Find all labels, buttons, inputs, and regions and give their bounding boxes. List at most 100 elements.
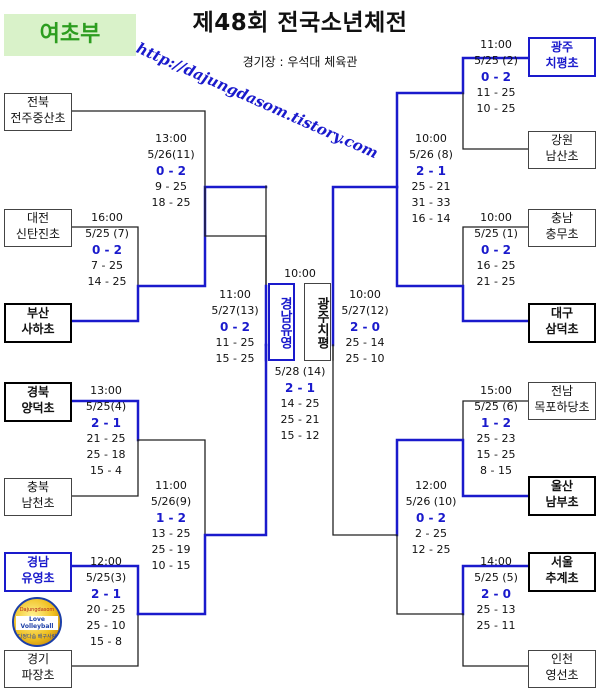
match-block: 10:00 5/26 (8) 2 - 1 25 - 21 31 - 33 16 … [400, 131, 462, 227]
match-date: 5/25(4) [85, 400, 127, 413]
team-region: 경남 [26, 555, 50, 569]
set-score: 18 - 25 [151, 196, 191, 209]
match-date: 5/26 (10) [405, 495, 457, 508]
team-region: 경북 [26, 385, 50, 399]
match-time: 11:00 [155, 479, 187, 492]
match-date: 5/26 (8) [409, 148, 453, 161]
match-result: 0 - 2 [219, 320, 251, 334]
set-score: 25 - 14 [345, 336, 385, 349]
set-score: 10 - 25 [476, 102, 516, 115]
match-time: 10:00 [480, 211, 512, 224]
team-name: 남산초 [545, 149, 579, 163]
match-date: 5/28 (14) [274, 365, 326, 378]
match-time: 11:00 [219, 288, 251, 301]
match-result: 0 - 2 [480, 70, 512, 84]
team-box: 충남 충무초 [528, 209, 596, 247]
team-box: 대전 신탄진초 [4, 209, 72, 247]
match-block: 13:00 5/26(11) 0 - 2 9 - 25 18 - 25 [140, 131, 202, 211]
set-score: 14 - 25 [280, 397, 320, 410]
match-time: 12:00 [415, 479, 447, 492]
team-box-winner: 부산 사하초 [4, 303, 72, 343]
match-block: 15:00 5/25 (6) 1 - 2 25 - 23 15 - 25 8 -… [466, 383, 526, 479]
match-date: 5/25 (6) [474, 400, 518, 413]
match-time: 16:00 [91, 211, 123, 224]
team-name: 양덕초 [21, 401, 55, 415]
team-name: 충무초 [545, 227, 579, 241]
team-box-finalist: 경남 유영초 [4, 552, 72, 592]
set-score: 7 - 25 [91, 259, 123, 272]
team-region: 서울 [550, 555, 574, 569]
match-result: 2 - 0 [349, 320, 381, 334]
match-time: 10:00 [349, 288, 381, 301]
set-score: 15 - 25 [215, 352, 255, 365]
match-block: 11:00 5/27(13) 0 - 2 11 - 25 15 - 25 [205, 287, 265, 367]
final-time: 10:00 [268, 266, 332, 282]
logo-text: 다정다솜 배구사랑 [17, 634, 57, 640]
team-box: 전북 전주중산초 [4, 93, 72, 131]
match-time: 13:00 [90, 384, 122, 397]
set-score: 25 - 13 [476, 603, 516, 616]
page-title: 제48회 전국소년체전 [192, 10, 408, 36]
set-score: 20 - 25 [86, 603, 126, 616]
team-region: 울산 [550, 479, 574, 493]
match-time: 11:00 [480, 38, 512, 51]
match-date: 5/26(9) [150, 495, 192, 508]
set-score: 25 - 11 [476, 619, 516, 632]
team-name: 유영초 [21, 571, 55, 585]
match-date: 5/27(13) [211, 304, 259, 317]
team-box-finalist: 광주 치평초 [528, 37, 596, 77]
match-block: 13:00 5/25(4) 2 - 1 21 - 25 25 - 18 15 -… [76, 383, 136, 479]
team-box-winner: 울산 남부초 [528, 476, 596, 516]
match-result: 0 - 2 [91, 243, 123, 257]
match-time: 13:00 [155, 132, 187, 145]
set-score: 21 - 25 [476, 275, 516, 288]
match-result: 2 - 1 [90, 587, 122, 601]
set-score: 10 - 15 [151, 559, 191, 572]
match-block: 12:00 5/25(3) 2 - 1 20 - 25 25 - 10 15 -… [76, 554, 136, 650]
venue-label: 경기장 : 우석대 체육관 [242, 55, 358, 69]
team-box-winner: 대구 삼덕초 [528, 303, 596, 343]
team-box: 인천 영선초 [528, 650, 596, 688]
set-score: 25 - 18 [86, 448, 126, 461]
set-score: 25 - 23 [476, 432, 516, 445]
match-result: 1 - 2 [480, 416, 512, 430]
match-time: 12:00 [90, 555, 122, 568]
match-time: 15:00 [480, 384, 512, 397]
match-block: 10:00 5/25 (1) 0 - 2 16 - 25 21 - 25 [466, 210, 526, 290]
set-score: 25 - 10 [86, 619, 126, 632]
set-score: 25 - 21 [280, 413, 320, 426]
set-score: 21 - 25 [86, 432, 126, 445]
match-result: 2 - 1 [284, 381, 316, 395]
team-region: 대전 [26, 211, 50, 225]
match-block: 10:00 5/27(12) 2 - 0 25 - 14 25 - 10 [335, 287, 395, 367]
team-region: 강원 [550, 133, 574, 147]
match-result: 2 - 1 [415, 164, 447, 178]
team-box-winner: 서울 추계초 [528, 552, 596, 592]
match-date: 5/27(12) [341, 304, 389, 317]
match-date: 5/25 (5) [474, 571, 518, 584]
match-block: 12:00 5/26 (10) 0 - 2 2 - 25 12 - 25 [400, 478, 462, 558]
team-region: 인천 [550, 652, 574, 666]
team-region: 전북 [26, 95, 50, 109]
team-name: 영선초 [545, 668, 579, 682]
final-block: 5/28 (14) 2 - 1 14 - 25 25 - 21 15 - 12 [266, 364, 334, 444]
club-logo: Dajungdasom Love Volleyball 다정다솜 배구사랑 [12, 597, 62, 647]
team-name: 목포하당초 [534, 400, 590, 414]
finalist-right-box: 광주치평 [304, 283, 331, 361]
team-name: 신탄진초 [15, 227, 61, 241]
set-score: 15 - 25 [476, 448, 516, 461]
logo-text: Dajungdasom [19, 607, 55, 613]
match-result: 0 - 2 [480, 243, 512, 257]
match-time: 14:00 [480, 555, 512, 568]
match-block: 14:00 5/25 (5) 2 - 0 25 - 13 25 - 11 [466, 554, 526, 634]
match-date: 5/25 (7) [85, 227, 129, 240]
set-score: 16 - 14 [411, 212, 451, 225]
match-result: 2 - 1 [90, 416, 122, 430]
set-score: 15 - 12 [280, 429, 320, 442]
set-score: 8 - 15 [480, 464, 512, 477]
team-name: 남천초 [21, 496, 55, 510]
match-block: 16:00 5/25 (7) 0 - 2 7 - 25 14 - 25 [78, 210, 136, 290]
set-score: 25 - 19 [151, 543, 191, 556]
set-score: 11 - 25 [476, 86, 516, 99]
